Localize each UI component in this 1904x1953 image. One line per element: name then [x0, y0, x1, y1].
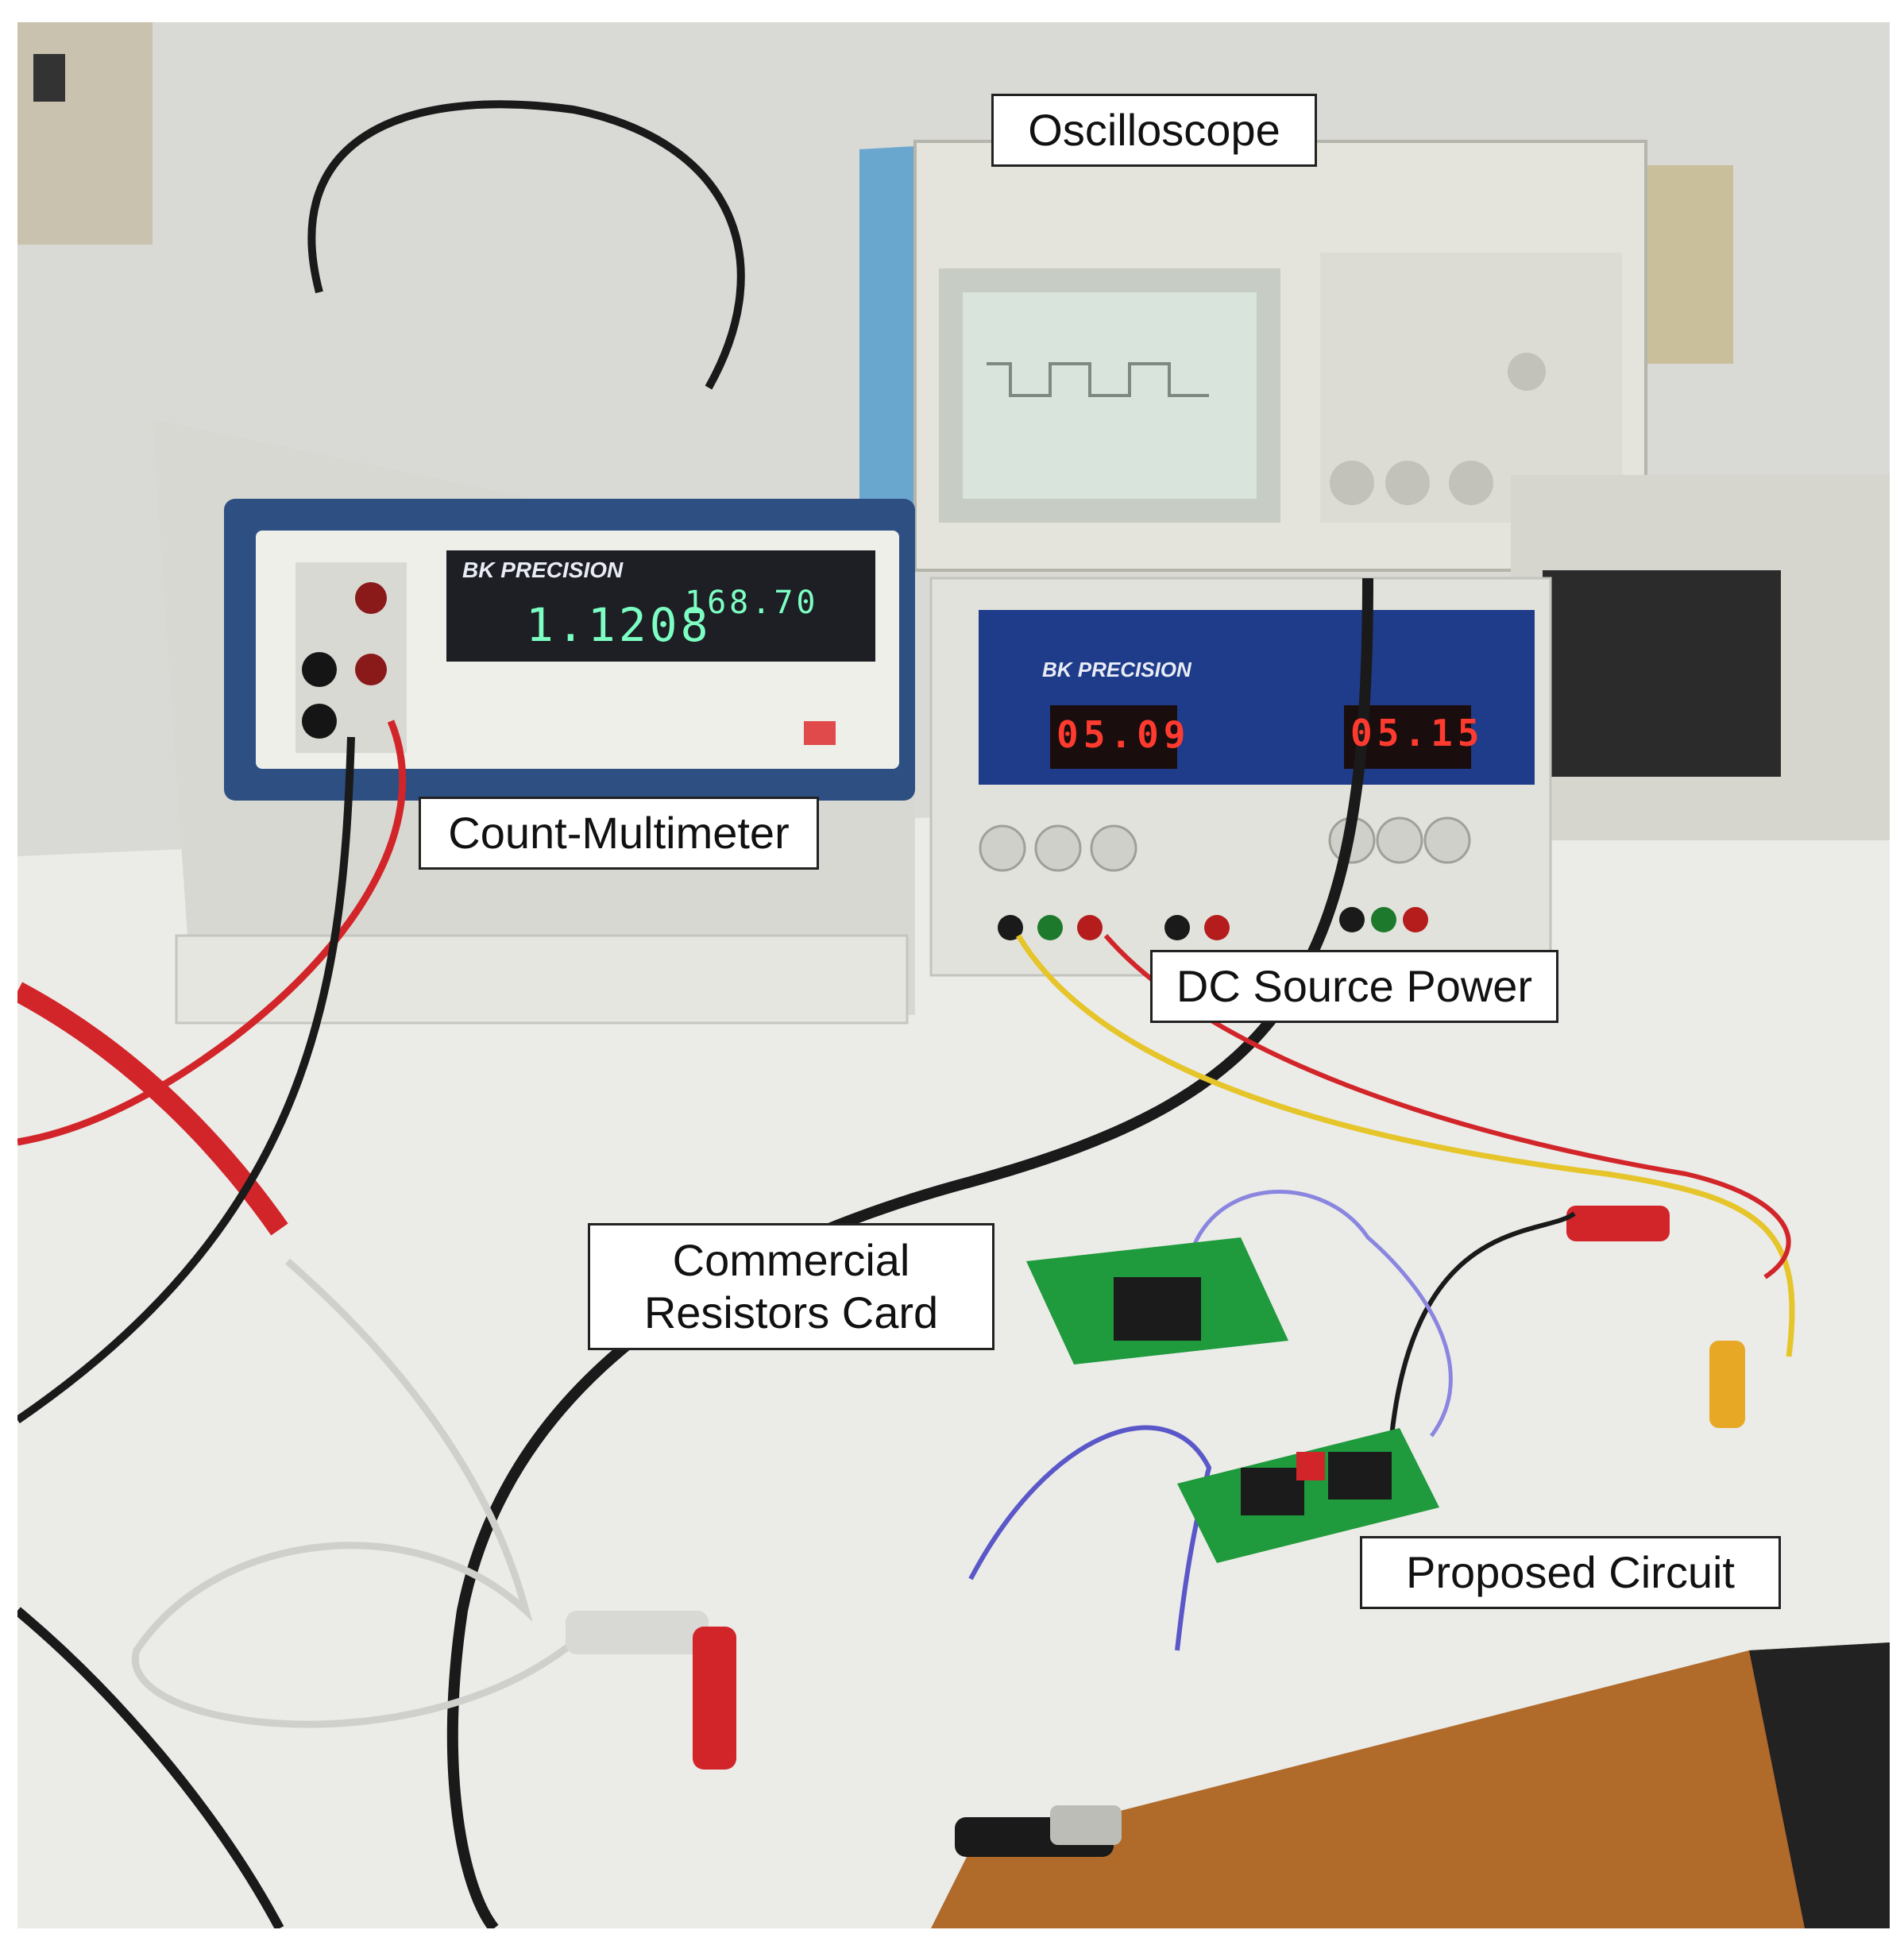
plug-left	[33, 54, 65, 102]
black-jumper-wire	[1389, 1211, 1576, 1437]
multimeter-label: Count-Multimeter	[419, 797, 819, 870]
proposed-circuit-label: Proposed Circuit	[1360, 1536, 1781, 1609]
proposed-circuit-board	[1177, 1428, 1439, 1563]
white-alligator-clip	[566, 1611, 709, 1654]
red-alligator-clip	[693, 1627, 736, 1770]
proposed-circuit-label-text: Proposed Circuit	[1406, 1546, 1735, 1597]
oscilloscope-label: Oscilloscope	[991, 94, 1317, 167]
black-lead-cable	[17, 736, 355, 1424]
multimeter-primary-reading: 1.1208	[526, 598, 712, 652]
power-supply-left-display: 05.09	[1056, 713, 1191, 756]
probe-tip	[1050, 1805, 1122, 1845]
lab-bench-photo: BK PRECISION 1.1208 168.70 BK PRECISION …	[17, 22, 1890, 1928]
commercial-resistors-card	[1026, 1237, 1288, 1364]
photo-scene	[17, 22, 1890, 1928]
resistors-card-label-line2: Resistors Card	[643, 1287, 939, 1337]
cable-loop-back	[307, 100, 745, 390]
multimeter-device	[153, 419, 915, 1025]
multimeter-secondary-reading: 168.70	[685, 585, 819, 621]
power-supply-device	[929, 577, 1552, 977]
multimeter-label-text: Count-Multimeter	[448, 807, 790, 858]
oscilloscope-label-text: Oscilloscope	[1028, 104, 1280, 155]
multimeter-brand: BK PRECISION	[462, 558, 624, 582]
black-cable-front	[17, 1607, 284, 1928]
resistors-card-label-line1: Commercial	[672, 1234, 910, 1285]
second-oscilloscope	[1511, 475, 1890, 840]
resistors-card-label: Commercial Resistors Card	[588, 1223, 994, 1350]
bench-edge	[931, 1642, 1890, 1928]
dc-source-label: DC Source Power	[1150, 950, 1558, 1023]
dc-source-label-text: DC Source Power	[1176, 960, 1533, 1011]
red-probe	[17, 982, 288, 1236]
power-supply-brand: BK PRECISION	[1042, 658, 1191, 681]
yellow-clip-right	[1709, 1341, 1745, 1428]
purple-jumper-wire	[1183, 1190, 1453, 1438]
yellow-lead-cable	[1016, 934, 1795, 1357]
blue-jumper-wire	[968, 1425, 1212, 1651]
power-supply-right-display: 05.15	[1350, 712, 1485, 755]
floor-shadow	[1749, 1642, 1890, 1928]
bench-top	[17, 777, 1890, 1928]
red-lead-cable	[17, 720, 407, 1146]
white-lead-cable	[131, 1258, 576, 1728]
red-clip-right	[1566, 1206, 1670, 1241]
